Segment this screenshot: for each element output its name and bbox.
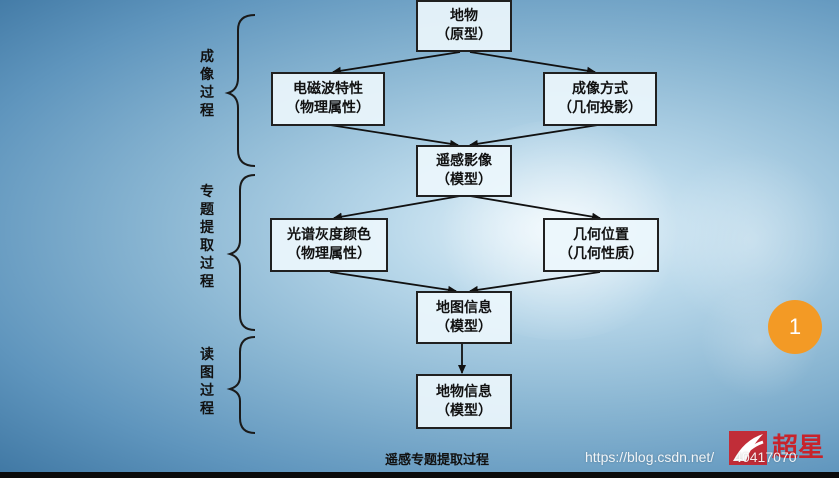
node-subtitle: （物理属性） [287,246,371,262]
stage-brace-reading [226,336,256,434]
arrow-ground-to-em [332,51,461,75]
chaoxing-logo-icon: 超星 [729,431,824,465]
node-subtitle: （几何性质） [559,246,643,262]
stage-label-extraction: 专题提取过程 [200,184,214,290]
watermark: https://blog.csdn.net/40417070 [585,449,797,465]
node-title: 几何位置 [573,227,629,243]
watermark-id: 40417070 [734,449,797,465]
arrow-em-to-image [329,124,459,148]
node-title: 地物信息 [436,383,492,400]
page-number-badge[interactable]: 1 [768,300,822,354]
node-rs-image: 遥感影像 （模型） [416,145,512,197]
node-title: 光谱灰度颜色 [287,227,371,243]
node-subtitle: （原型） [436,27,492,43]
node-subtitle: （模型） [436,402,492,419]
arrow-image-to-spectral [333,195,461,221]
node-geometric-position: 几何位置 （几何性质） [543,218,659,272]
stage-brace-extraction [226,174,256,331]
node-em-properties: 电磁波特性 （物理属性） [271,72,385,126]
node-map-info: 地图信息 （模型） [416,291,512,344]
stage-label-imaging: 成像过程 [200,49,214,119]
node-imaging-method: 成像方式 （几何投影） [543,72,657,126]
node-spectral-color: 光谱灰度颜色 （物理属性） [270,218,388,272]
arrow-imaging-to-image [469,124,599,148]
logo-text: 超星 [772,433,824,463]
arrow-image-to-geometric [469,195,601,221]
bottom-bar [0,472,839,478]
node-subtitle: （几何投影） [558,100,642,116]
node-title: 地物 [450,8,478,24]
stage-brace-imaging [224,14,256,167]
node-title: 电磁波特性 [293,81,363,97]
arrow-spectral-to-map [329,271,457,294]
node-title: 地图信息 [436,299,492,316]
node-object-info: 地物信息 （模型） [416,374,512,429]
node-subtitle: （模型） [436,318,492,335]
watermark-url: https://blog.csdn.net/ [585,449,715,465]
arrow-geometric-to-map [469,271,601,294]
node-ground-object: 地物 （原型） [416,0,512,52]
node-subtitle: （模型） [436,172,492,188]
arrow-ground-to-imaging [469,51,596,75]
node-subtitle: （物理属性） [286,100,370,116]
stage-label-reading: 读图过程 [200,347,214,417]
diagram-caption: 遥感专题提取过程 [385,453,490,468]
node-title: 成像方式 [572,81,628,97]
node-title: 遥感影像 [436,153,492,169]
